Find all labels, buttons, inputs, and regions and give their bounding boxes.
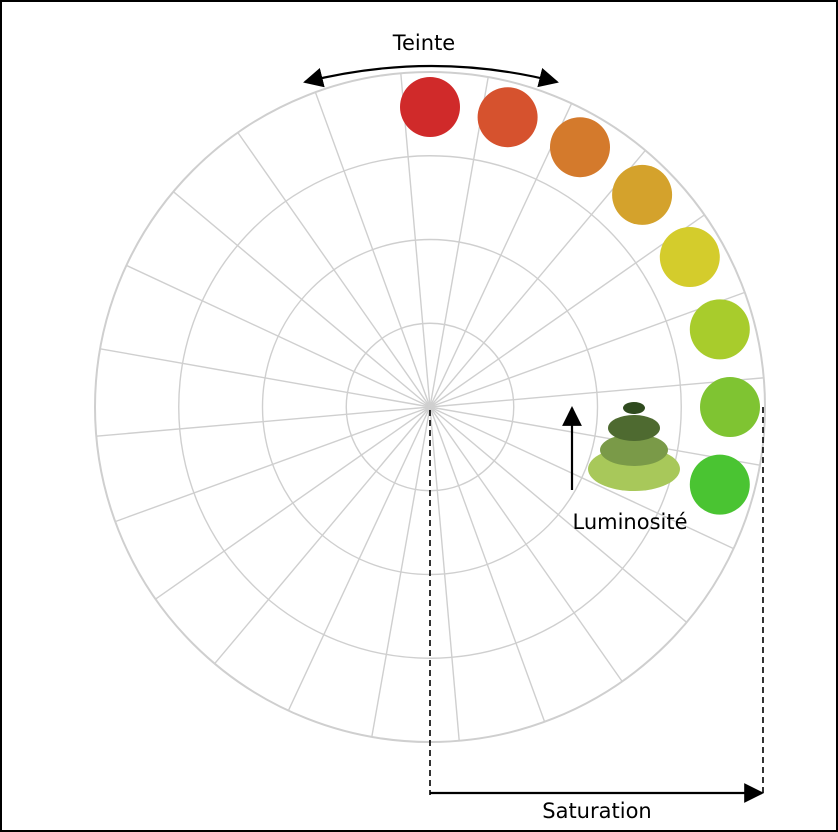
hue-swatches — [400, 77, 760, 515]
lightness-stack — [588, 402, 680, 491]
hue-swatch-red-orange — [477, 87, 538, 148]
wheel-spoke — [429, 103, 573, 408]
hue-swatch-red — [400, 77, 460, 137]
hue-arrow — [303, 64, 559, 88]
wheel-spoke — [429, 291, 746, 408]
wheel-spoke — [429, 149, 646, 408]
wheel-spoke — [429, 406, 546, 723]
wheel-spoke — [96, 406, 431, 437]
wheel-spoke — [114, 406, 431, 523]
wheel-spoke — [429, 214, 705, 408]
wheel-spoke — [237, 132, 431, 408]
hue-swatch-yellow-green — [689, 299, 750, 360]
wheel-spoke — [314, 91, 431, 408]
wheel-spoke — [429, 76, 489, 408]
wheel-spoke — [287, 406, 431, 711]
lightness-level-2 — [600, 434, 668, 466]
hue-swatch-green — [689, 454, 750, 515]
wheel-ring — [178, 155, 682, 659]
wheel-spoke — [371, 406, 431, 738]
wheel-spoke — [126, 264, 431, 408]
wheel-spoke — [429, 377, 764, 408]
wheel-spoke — [400, 73, 431, 408]
wheel-spoke — [99, 348, 431, 408]
wheel-spoke — [172, 191, 431, 408]
wheel-spoke — [429, 406, 734, 550]
wheel-spoke — [214, 406, 431, 665]
lightness-label: Luminosité — [572, 510, 687, 534]
hue-swatch-lime — [700, 377, 760, 437]
saturation-label: Saturation — [542, 799, 651, 823]
hue-swatch-amber — [612, 164, 673, 225]
wheel-spoke — [429, 406, 623, 682]
wheel-spoke — [429, 406, 460, 741]
wheel-spoke — [429, 406, 761, 466]
lightness-level-3 — [608, 415, 660, 441]
hue-label: Teinte — [392, 31, 455, 55]
wheel-spoke — [155, 406, 431, 600]
hue-swatch-orange — [550, 117, 610, 178]
hue-swatch-yellow — [659, 227, 720, 287]
wheel-spoke — [429, 406, 688, 623]
lightness-level-4 — [623, 402, 645, 414]
